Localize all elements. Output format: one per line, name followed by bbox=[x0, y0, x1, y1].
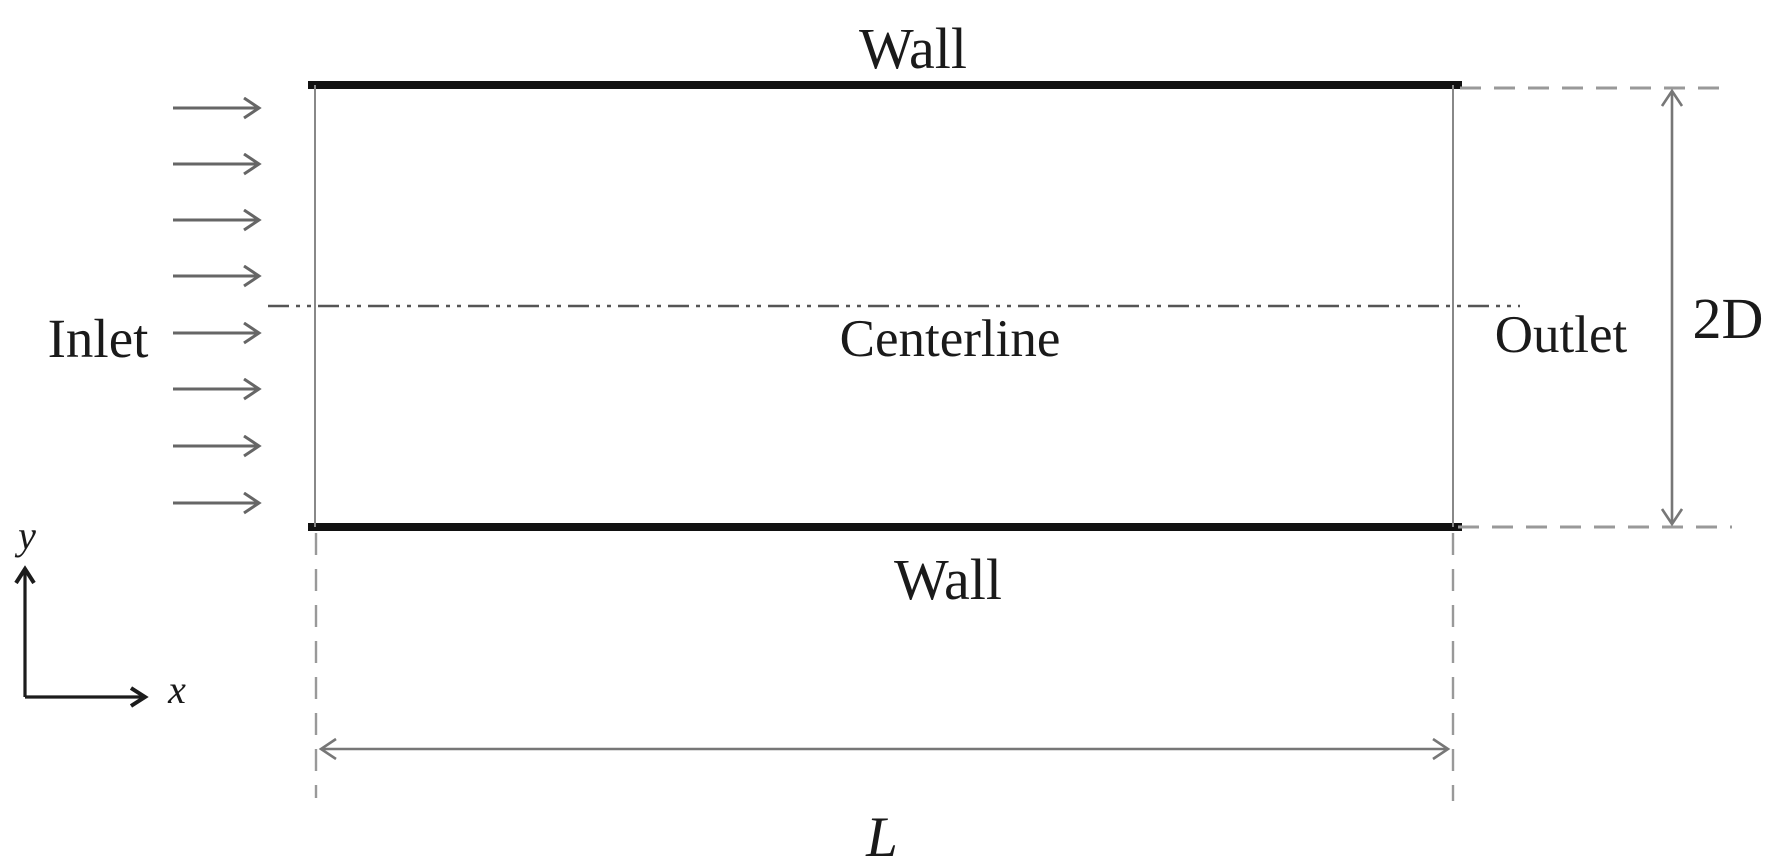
centerline-label: Centerline bbox=[840, 310, 1061, 368]
y-axis-label: y bbox=[14, 513, 36, 558]
inlet-label: Inlet bbox=[48, 308, 149, 369]
inlet-arrow-group bbox=[173, 108, 258, 503]
top-wall-label: Wall bbox=[859, 16, 967, 81]
height-dimension-label: 2D bbox=[1693, 286, 1764, 351]
bottom-wall-label: Wall bbox=[894, 547, 1002, 612]
axes-group bbox=[25, 570, 144, 697]
length-dimension-label: L bbox=[865, 806, 898, 865]
outlet-label: Outlet bbox=[1495, 306, 1628, 364]
x-axis-label: x bbox=[167, 667, 186, 712]
